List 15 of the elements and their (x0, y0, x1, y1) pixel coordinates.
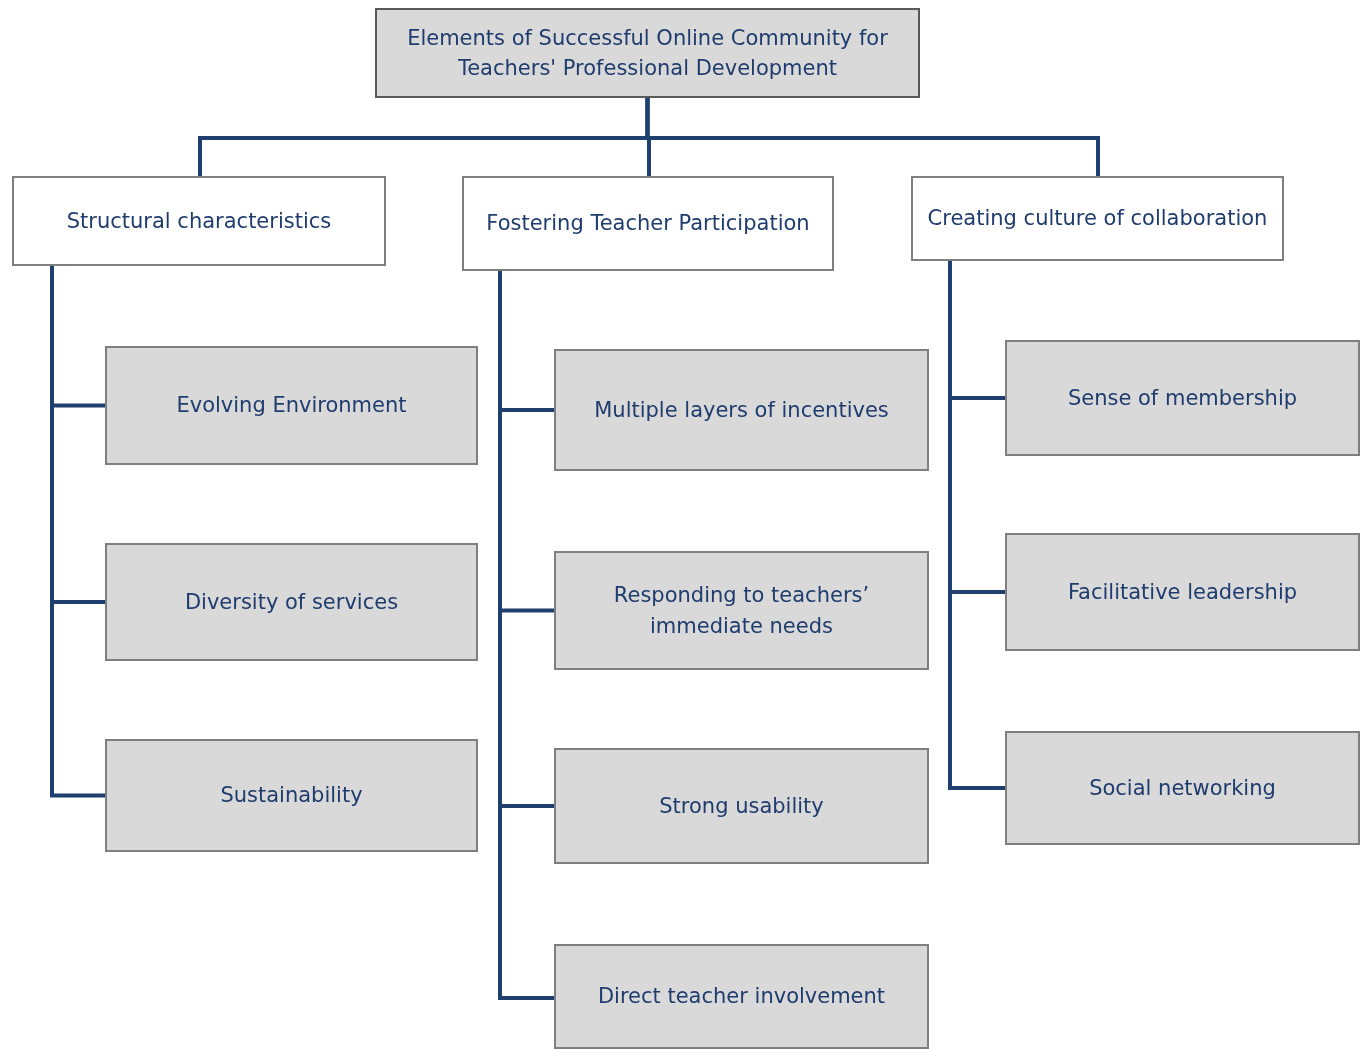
category-box: Fostering Teacher Participation (462, 176, 834, 271)
item-box: Responding to teachers’ immediate needs (554, 551, 929, 670)
category-box: Creating culture of collaboration (911, 176, 1284, 261)
item-box: Social networking (1005, 731, 1360, 845)
connector-line (645, 98, 1100, 176)
item-box: Direct teacher involvement (554, 944, 929, 1049)
item-box: Diversity of services (105, 543, 478, 661)
category-box: Structural characteristics (12, 176, 386, 266)
item-box: Evolving Environment (105, 346, 478, 465)
item-box: Multiple layers of incentives (554, 349, 929, 471)
item-box: Sense of membership (1005, 340, 1360, 456)
item-box: Sustainability (105, 739, 478, 852)
title-box: Elements of Successful Online Community for Teachers' Professional Development (375, 8, 920, 98)
item-box: Facilitative leadership (1005, 533, 1360, 651)
item-box: Strong usability (554, 748, 929, 864)
